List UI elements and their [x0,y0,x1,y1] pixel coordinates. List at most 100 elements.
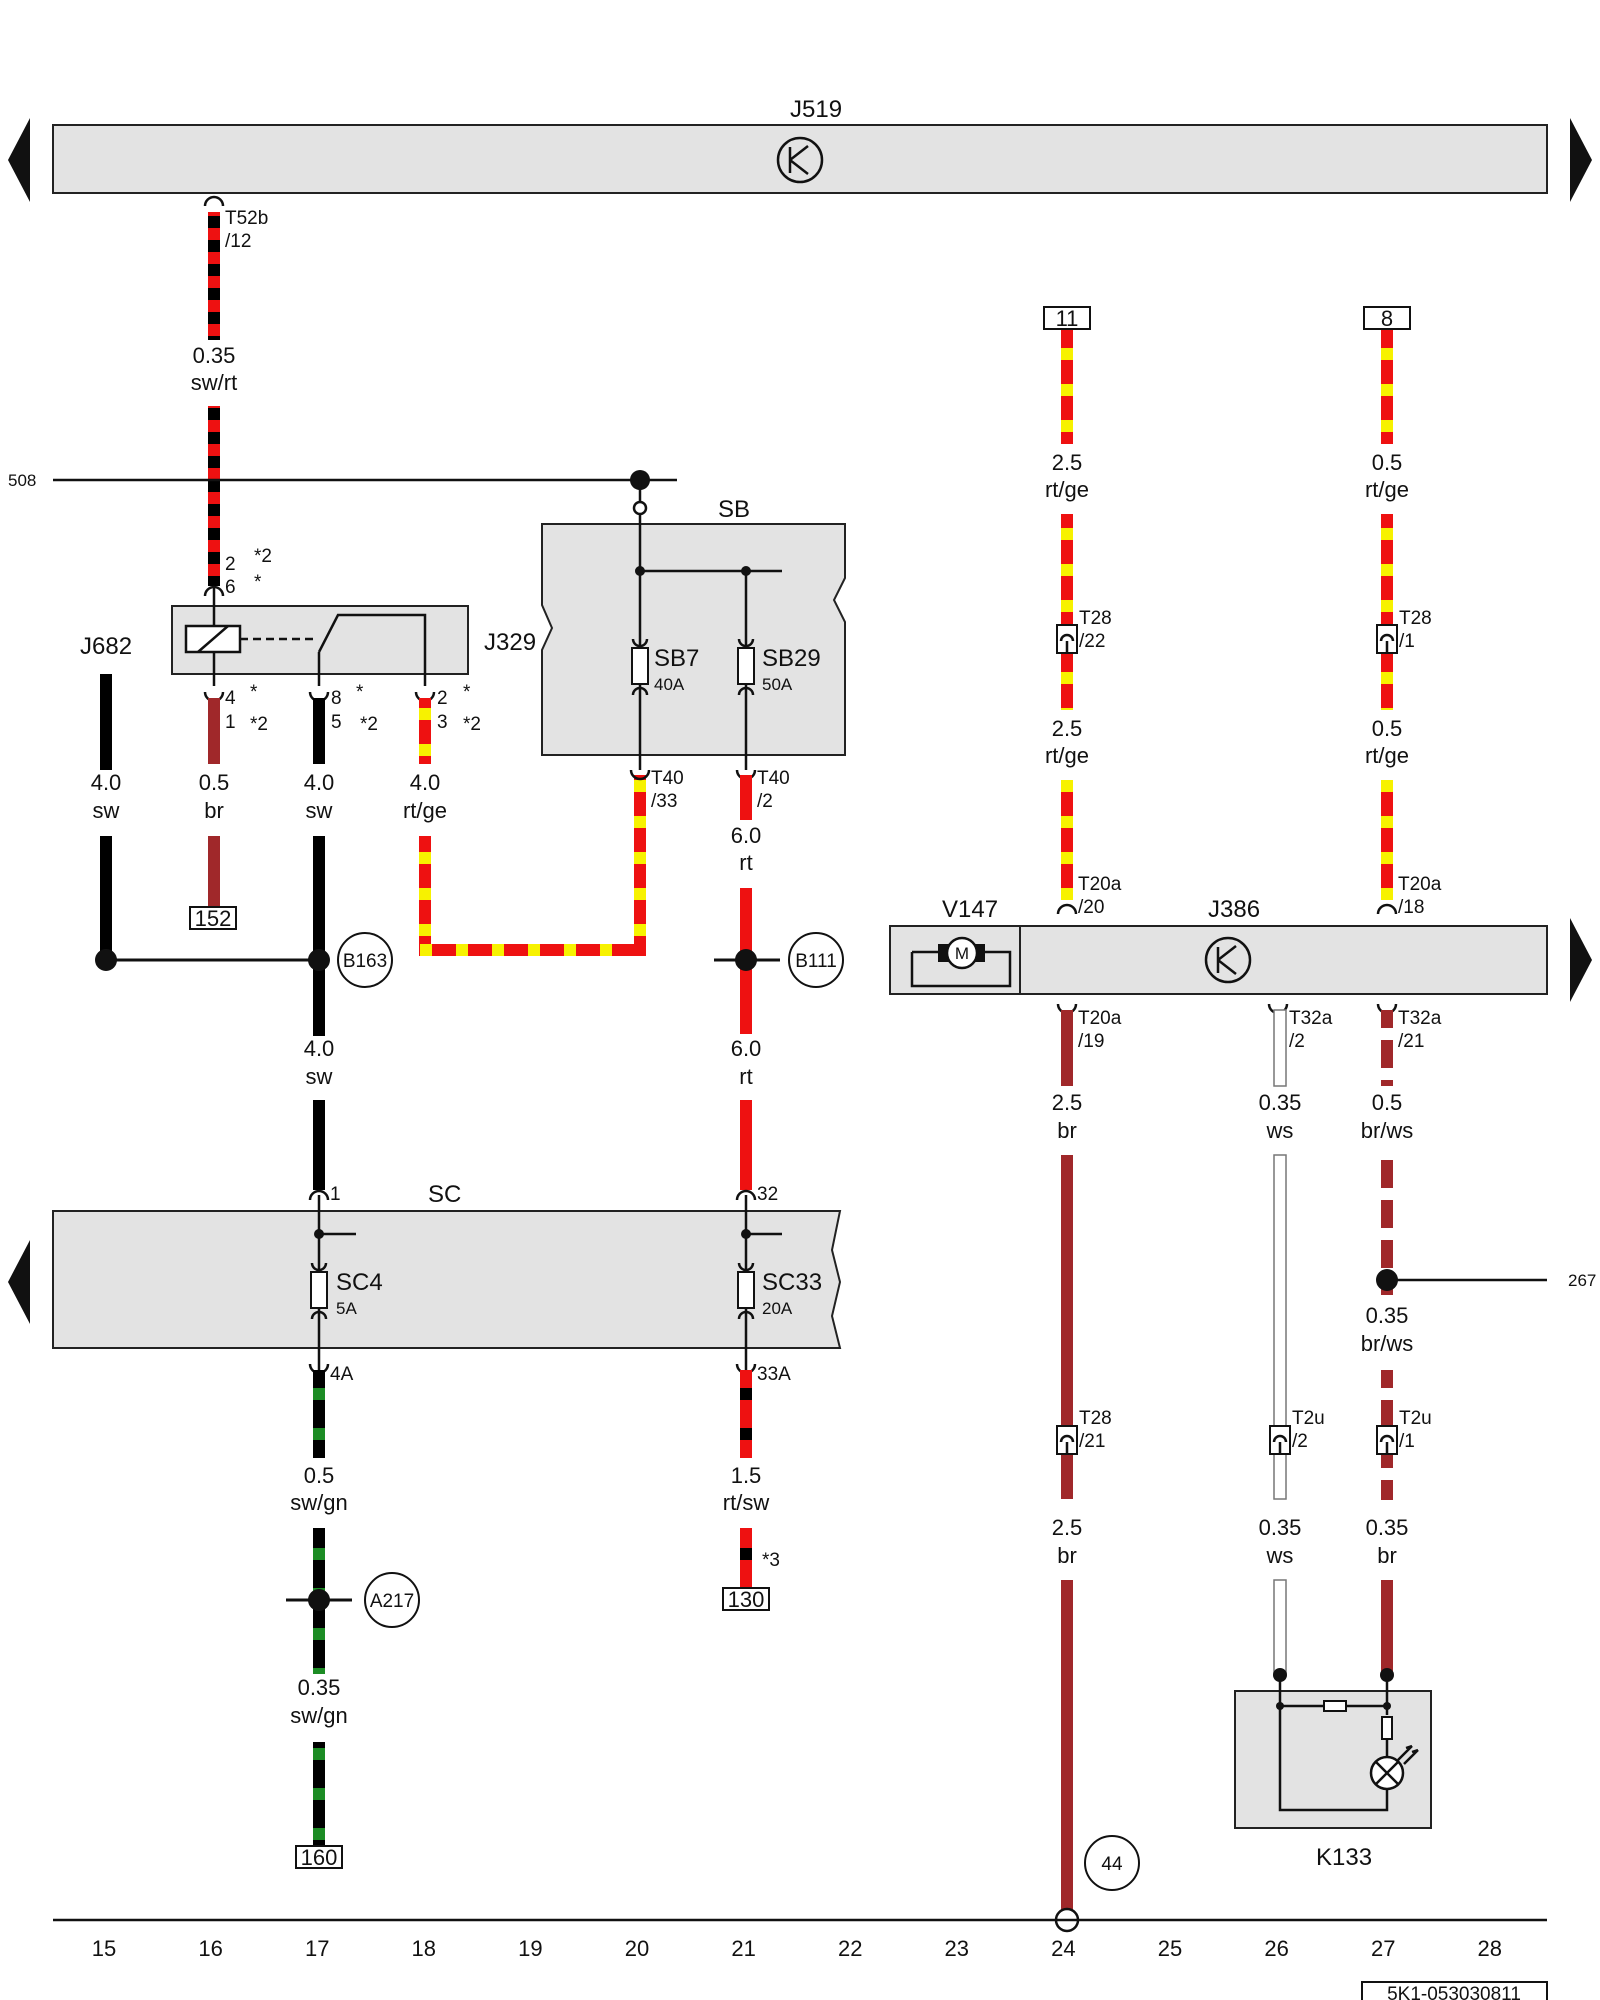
light-rays-icon [1397,1744,1419,1765]
connector-label: T40 [651,768,684,789]
wire-size: 0.5 [1372,1090,1403,1115]
fuse-sc33-name: SC33 [762,1269,822,1296]
reference-text: 11 [1056,306,1079,331]
control-unit-icon [776,136,824,184]
wire-color: rt/ge [1045,743,1089,768]
j386-label: J386 [1208,896,1260,923]
wire-color: rt [739,850,752,875]
wire-size: 4.0 [91,770,122,795]
wire-size: 0.35 [298,1675,341,1700]
wire-size: 0.5 [199,770,230,795]
reference-text: 130 [728,1587,765,1612]
page-arrow-left-icon [8,118,30,202]
fuse-sb29-name: SB29 [762,645,821,672]
wire-sw-to-sc [313,1100,325,1190]
relay-switch-icon [317,613,427,686]
wire-sw-rt-top [208,212,220,340]
column-number: 20 [625,1936,649,1961]
reference-text: 152 [195,906,232,931]
connector-pin: /2 [757,791,773,812]
junction-dot [741,566,751,576]
wire-color: br [1377,1543,1397,1568]
wire-color: br [1057,1118,1077,1143]
column-number: 28 [1478,1936,1502,1961]
column-number: 18 [412,1936,436,1961]
wire-sw-j682 [100,674,112,770]
pin-number: 6 [225,577,236,598]
splice-label: B111 [795,951,837,972]
wire-size: 6.0 [731,823,762,848]
wire-size: 0.5 [1372,716,1403,741]
pin-number: 1 [225,712,236,733]
wire-ws-col26-b [1273,1154,1287,1500]
pin-note: *2 [463,714,481,735]
junction-dot [1376,1269,1398,1291]
control-unit-icon [1204,936,1252,984]
motor-wiring [910,950,1012,988]
wire-br-upper [208,698,220,764]
connector-symbol [629,769,757,781]
terminal-ring [632,500,648,516]
v147-label: V147 [942,896,998,923]
pin-note: * [356,682,364,703]
fuse-sb7-name: SB7 [654,645,699,672]
resistor-icon [1323,1700,1347,1712]
wire-color: sw [93,798,120,823]
wire-color: sw/gn [290,1490,347,1515]
wire-rt-ge-down [419,836,431,954]
lamp-cross [1375,1761,1399,1785]
connector-label: T40 [757,768,790,789]
motor-icon [945,936,979,970]
wire-br-lower [208,836,220,910]
connector-symbol [308,1189,757,1375]
connector-pin: /19 [1078,1031,1104,1052]
junction-dot [308,949,330,971]
connector-label: T20a [1078,874,1122,895]
connector-pin: /1 [1399,631,1415,652]
connector-pin: /12 [225,231,251,252]
connector-pin: 4A [330,1364,354,1385]
wire-color: sw [306,798,333,823]
connector-pin: 1 [330,1184,341,1205]
wire-rt-ge-col24-b [1061,514,1073,710]
fuse-sc4-name: SC4 [336,1269,383,1296]
j519-label: J519 [790,96,842,123]
wire-br-ws-col27-a [1381,1010,1393,1086]
connector-label: T32a [1289,1008,1333,1029]
wire-color: br [204,798,224,823]
pin-number: 5 [331,712,342,733]
wire-color: ws [1266,1118,1294,1143]
inline-connector-icon [1059,633,1075,653]
pin-note: *2 [250,714,268,735]
fuse-caps [310,1262,755,1320]
column-number: 16 [198,1936,222,1961]
wire-br-col24-b [1061,1155,1073,1499]
wire-rt-sb29 [740,775,752,820]
wire-sw-col17-a [313,698,325,764]
splice-label: A217 [370,1591,414,1612]
connector-pin: /20 [1078,897,1104,918]
wire-size: 2.5 [1052,1090,1083,1115]
column-number: 17 [305,1936,329,1961]
fuse-sc4-rating: 5A [336,1299,357,1318]
pin-note: *2 [360,714,378,735]
column-number: 19 [518,1936,542,1961]
connector-pin: /22 [1079,631,1105,652]
pin-note: * [250,682,258,703]
fuse-sb7-icon [631,647,649,685]
reference-box [295,1845,343,1869]
wire-sw-gn-c [313,1742,325,1848]
pin-note: *2 [254,546,272,567]
column-number: 23 [945,1936,969,1961]
wire-color: rt/ge [1045,477,1089,502]
reference-box [722,1587,770,1611]
wire-rt-ge-col27-b [1381,514,1393,710]
junction-dot [314,1229,324,1239]
fuse-caps [631,638,755,696]
wire-color: rt/sw [723,1490,770,1515]
wire-br-col24-a [1061,1010,1073,1086]
wire-sw-gn-a [313,1370,325,1458]
fuse-box-sc [52,1210,842,1349]
inline-connector-icon [1379,1434,1395,1454]
